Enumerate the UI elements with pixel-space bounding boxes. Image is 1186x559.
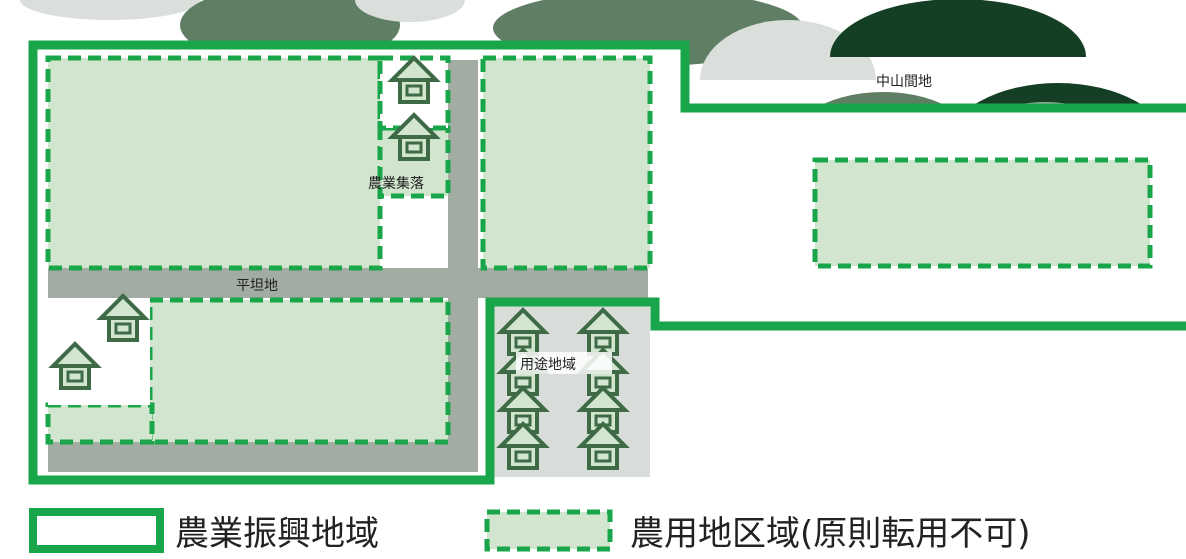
label-farm-village: 農業集落 [368,175,424,192]
farmland-zone-corner [45,402,155,445]
agri-promotion-border [28,40,1186,485]
legend-farmland-label: 農用地区域(原則転用不可) [630,514,1031,554]
farmland-zone-topleft [45,55,383,271]
farmland-zone-topright [480,55,653,271]
legend: 農業振興地域 農用地区域(原則転用不可) [29,508,1031,554]
label-flatland: 平坦地 [236,278,278,294]
label-mountain-area: 中山間地 [876,74,932,90]
legend-promotion-label: 農業振興地域 [175,514,379,554]
label-zoning-area: 用途地域 [520,356,576,373]
legend-farmland-swatch [484,509,613,552]
farmland-zone-mountain [812,157,1153,269]
legend-promotion-swatch [29,508,164,553]
farmland-zone-bottomleft [147,297,451,445]
farmland-zones [45,55,1153,445]
roads [48,60,648,472]
